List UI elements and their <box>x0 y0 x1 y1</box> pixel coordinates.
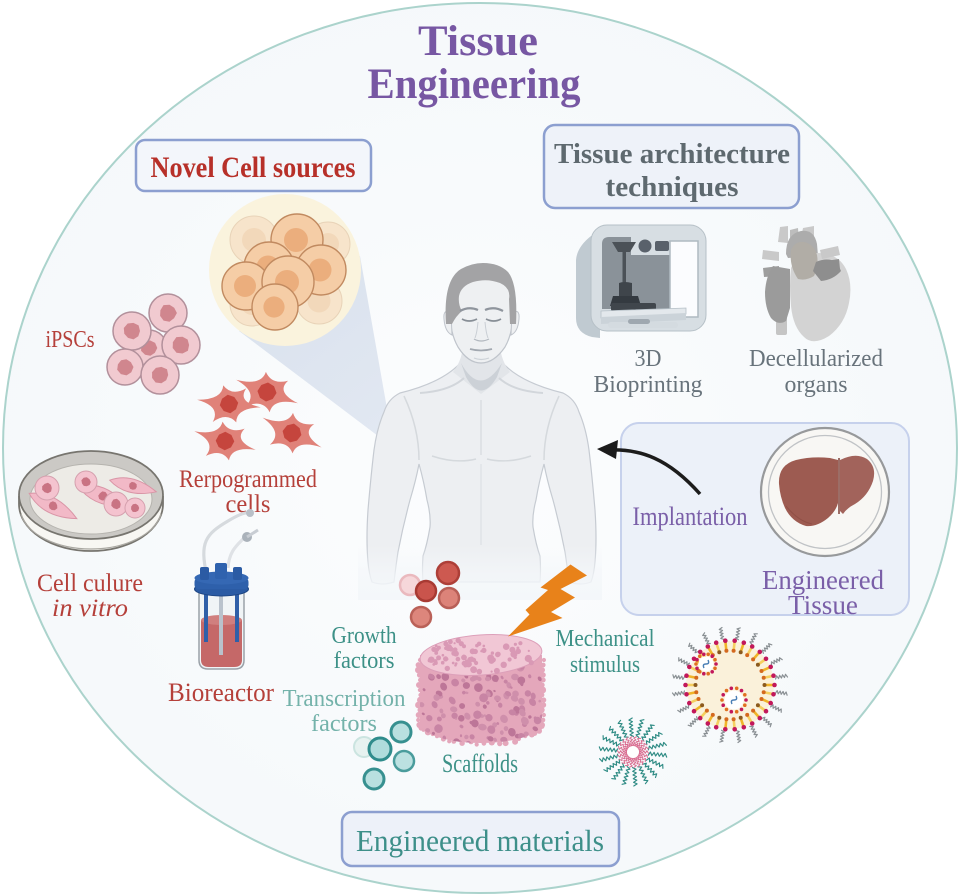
svg-text:Mechanical: Mechanical <box>556 626 655 652</box>
svg-text:Bioprinting: Bioprinting <box>594 372 703 398</box>
svg-text:in vitro: in vitro <box>52 595 128 622</box>
svg-text:iPSCs: iPSCs <box>46 327 95 353</box>
svg-text:Engineered materials: Engineered materials <box>356 823 604 858</box>
svg-text:organs: organs <box>785 372 848 398</box>
svg-text:Decellularized: Decellularized <box>749 346 883 372</box>
svg-text:factors: factors <box>311 711 377 737</box>
svg-text:Novel Cell sources: Novel Cell sources <box>151 151 356 184</box>
svg-text:Bioreactor: Bioreactor <box>168 678 274 707</box>
svg-text:stimulus: stimulus <box>570 652 640 678</box>
svg-text:Rerpogrammed: Rerpogrammed <box>179 466 317 493</box>
svg-text:Transcription: Transcription <box>283 686 406 712</box>
svg-text:Scaffolds: Scaffolds <box>442 749 518 778</box>
svg-text:Implantation: Implantation <box>633 502 748 531</box>
svg-text:Engineering: Engineering <box>368 61 581 108</box>
svg-text:Tissue architecture: Tissue architecture <box>554 138 790 170</box>
svg-text:Growth: Growth <box>332 623 397 649</box>
svg-text:Tissue: Tissue <box>418 18 538 65</box>
svg-text:3D: 3D <box>635 346 662 372</box>
svg-text:Tissue: Tissue <box>788 590 858 620</box>
svg-text:Cell culure: Cell culure <box>37 570 143 597</box>
svg-text:factors: factors <box>334 648 395 674</box>
svg-text:Engineered: Engineered <box>762 565 884 595</box>
svg-text:techniques: techniques <box>606 171 739 203</box>
